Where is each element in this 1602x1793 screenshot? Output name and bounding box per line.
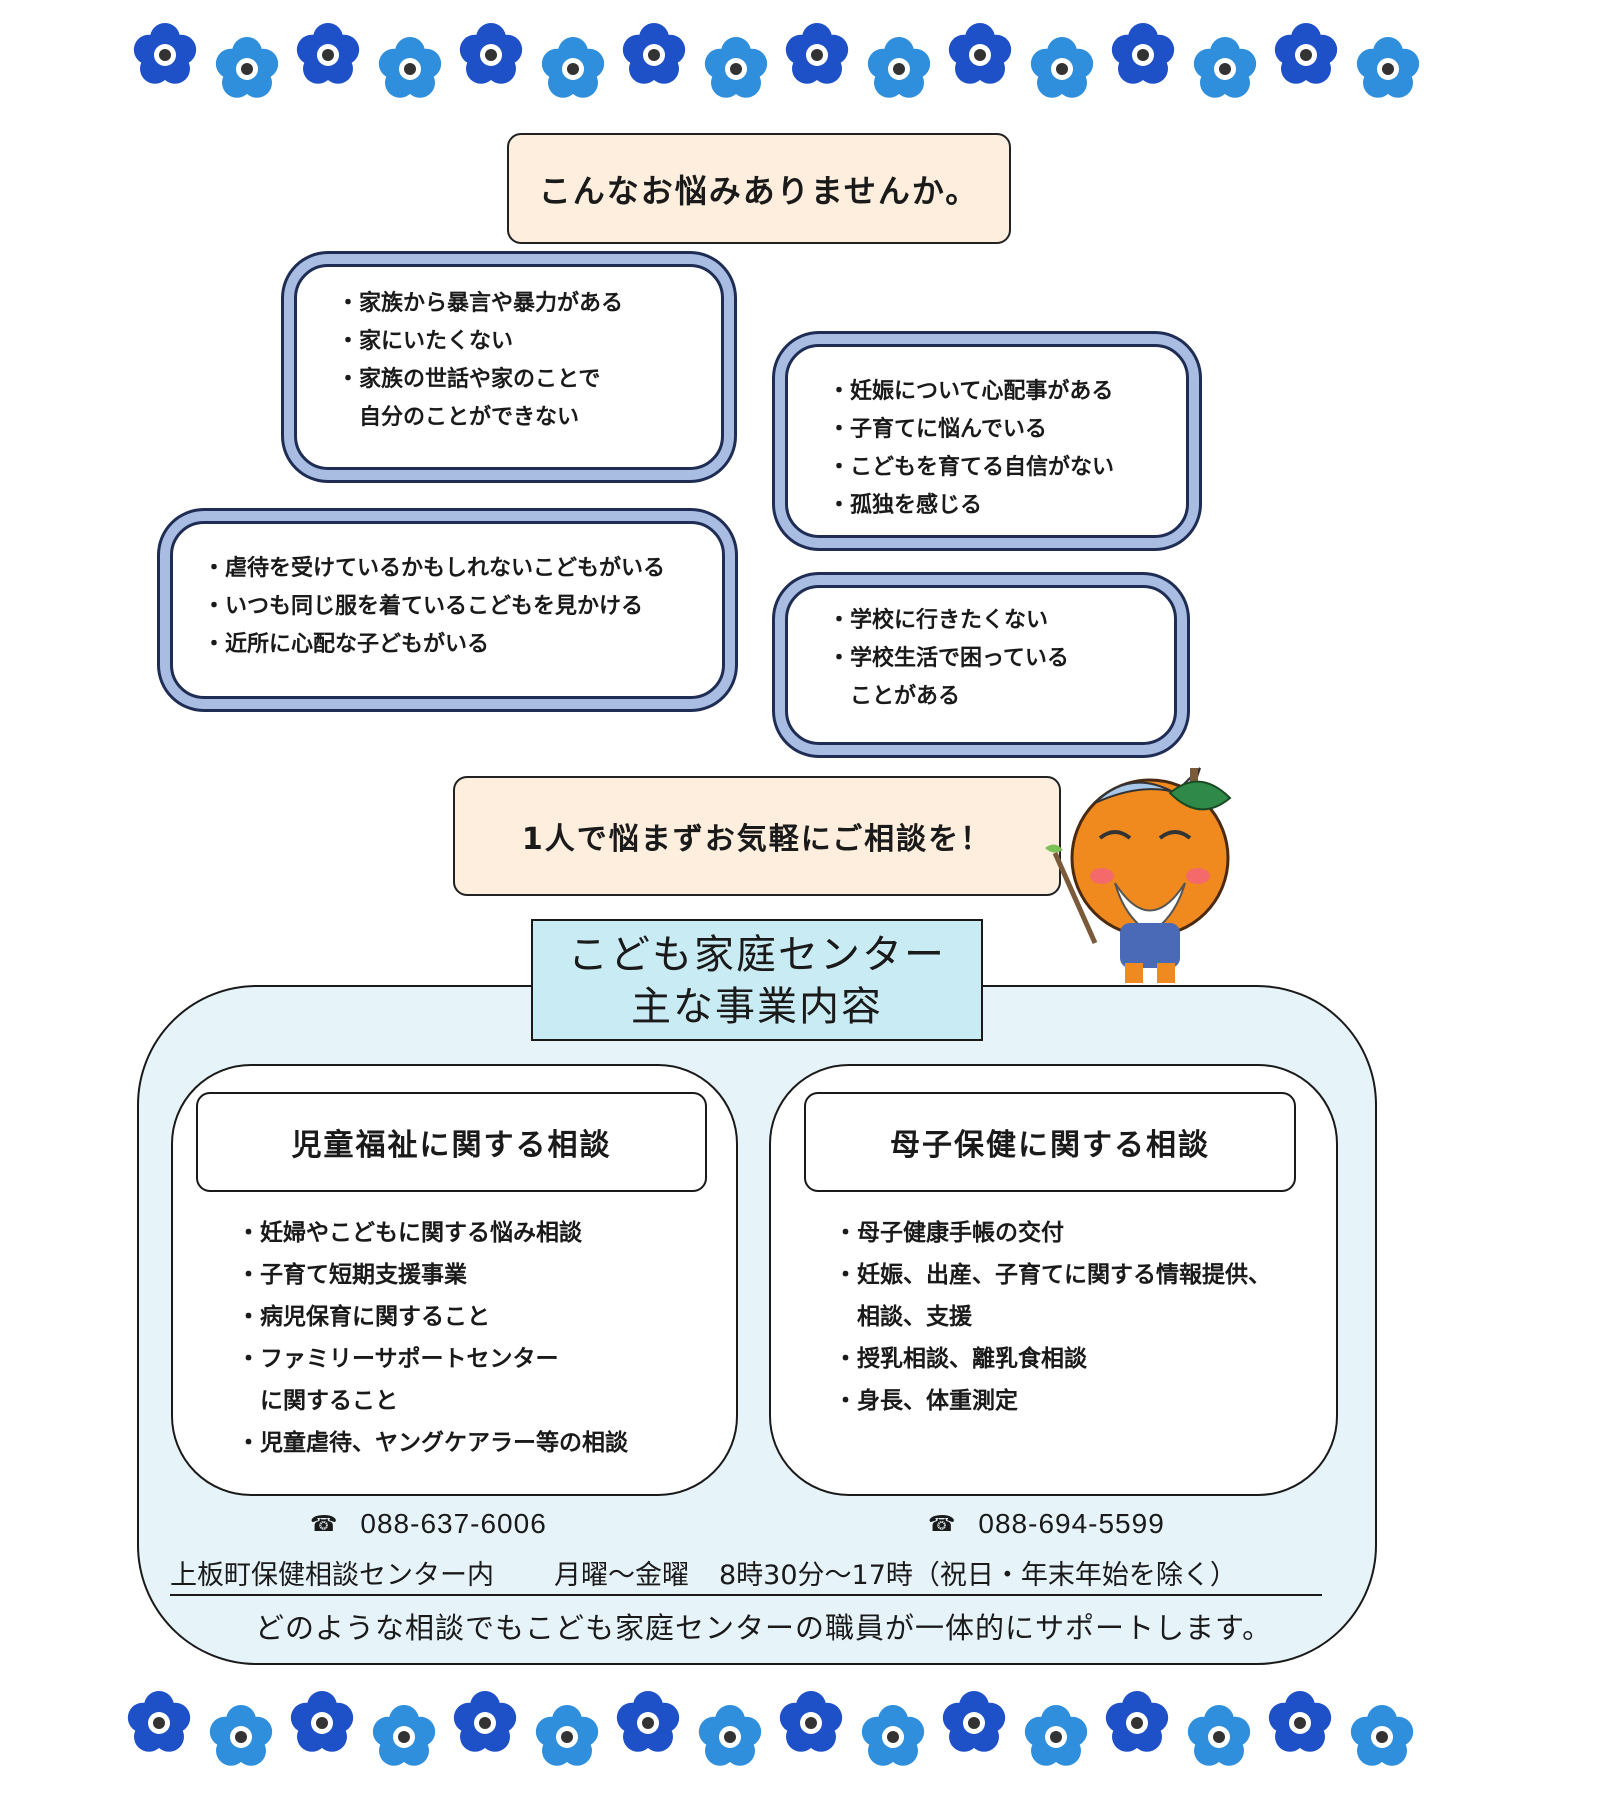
flower-icon xyxy=(619,20,689,94)
office-time: 8時30分～17時（祝日・年末年始を除く） xyxy=(719,1560,1237,1591)
list-item: ・家にいたくない xyxy=(337,329,514,354)
flower-icon xyxy=(782,20,852,94)
flower-icon xyxy=(1108,20,1178,94)
phone-number: 088-637-6006 xyxy=(360,1508,547,1539)
list-item: ・こどもを育てる自信がない xyxy=(828,455,1115,480)
phone-number: 088-694-5599 xyxy=(978,1508,1165,1539)
center-name: こども家庭センター xyxy=(568,932,946,978)
worry-list: ・妊娠について心配事がある ・子育てに悩んでいる ・こどもを育てる自信がない ・… xyxy=(828,373,1166,525)
list-item: ・授乳相談、離乳食相談 xyxy=(834,1346,1087,1372)
consultation-cta: 1人で悩まずお気軽にご相談を！ xyxy=(453,776,1061,896)
consultation-cta-text: 1人で悩まずお気軽にご相談を！ xyxy=(521,822,993,857)
maternal-health-title: 母子保健に関する相談 xyxy=(804,1092,1296,1192)
flower-border-bottom xyxy=(0,1688,1602,1788)
child-welfare-list: ・妊婦やこどもに関する悩み相談 ・子育て短期支援事業 ・病児保育に関すること ・… xyxy=(237,1212,628,1464)
flower-border-top xyxy=(0,20,1602,120)
flower-icon xyxy=(695,1702,765,1776)
list-item: ・病児保育に関すること xyxy=(237,1304,490,1330)
flower-icon xyxy=(1271,20,1341,94)
flower-icon xyxy=(456,20,526,94)
worry-box-family: ・家族から暴言や暴力がある ・家にいたくない ・家族の世話や家のことで 自分のこ… xyxy=(294,264,724,470)
flower-icon xyxy=(613,1688,683,1762)
list-item: ことがある xyxy=(828,684,961,709)
flower-icon xyxy=(287,1688,357,1762)
flower-icon xyxy=(1027,34,1097,108)
office-location: 上板町保健相談センター内 xyxy=(170,1560,494,1591)
list-item: ・近所に心配な子どもがいる xyxy=(203,632,490,657)
flower-icon xyxy=(206,1702,276,1776)
worry-question-text: こんなお悩みありませんか。 xyxy=(538,171,980,210)
service-title-text: 児童福祉に関する相談 xyxy=(291,1128,612,1163)
list-item: ・虐待を受けているかもしれないこどもがいる xyxy=(203,556,666,581)
service-title-text: 母子保健に関する相談 xyxy=(890,1128,1210,1163)
support-message: どのような相談でもこども家庭センターの職員が一体的にサポートします。 xyxy=(255,1611,1273,1645)
maternal-health-phone: ☎ 088-694-5599 xyxy=(928,1508,1165,1540)
list-item: ・子育てに悩んでいる xyxy=(828,417,1047,442)
list-item: ・家族から暴言や暴力がある xyxy=(337,291,624,316)
flower-icon xyxy=(1184,1702,1254,1776)
worry-list: ・家族から暴言や暴力がある ・家にいたくない ・家族の世話や家のことで 自分のこ… xyxy=(337,285,701,437)
list-item: ・いつも同じ服を着ているこどもを見かける xyxy=(203,594,644,619)
list-item: ・母子健康手帳の交付 xyxy=(834,1220,1064,1246)
flower-icon xyxy=(701,34,771,108)
flower-icon xyxy=(532,1702,602,1776)
flower-icon xyxy=(212,34,282,108)
office-days: 月曜～金曜 xyxy=(554,1560,689,1591)
list-item: ・妊娠について心配事がある xyxy=(828,379,1114,404)
list-item: ・家族の世話や家のことで xyxy=(337,367,601,392)
office-hours: 上板町保健相談センター内 月曜～金曜 8時30分～17時（祝日・年末年始を除く） xyxy=(170,1553,1322,1596)
center-subtitle: 主な事業内容 xyxy=(631,984,883,1030)
flower-icon xyxy=(945,20,1015,94)
flower-icon xyxy=(1102,1688,1172,1762)
flower-icon xyxy=(939,1688,1009,1762)
list-item: ・身長、体重測定 xyxy=(834,1388,1018,1414)
worry-box-pregnancy: ・妊娠について心配事がある ・子育てに悩んでいる ・こどもを育てる自信がない ・… xyxy=(785,344,1189,538)
flower-icon xyxy=(1353,34,1423,108)
maternal-health-list: ・母子健康手帳の交付 ・妊娠、出産、子育てに関する情報提供、 相談、支援 ・授乳… xyxy=(834,1212,1271,1422)
flower-icon xyxy=(1190,34,1260,108)
flower-icon xyxy=(375,34,445,108)
list-item: に関すること xyxy=(237,1388,398,1414)
telephone-icon: ☎ xyxy=(928,1511,957,1536)
child-welfare-title: 児童福祉に関する相談 xyxy=(196,1092,707,1192)
flower-icon xyxy=(776,1688,846,1762)
list-item: 相談、支援 xyxy=(834,1304,972,1330)
worry-list: ・虐待を受けているかもしれないこどもがいる ・いつも同じ服を着ているこどもを見か… xyxy=(203,550,702,664)
list-item: 自分のことができない xyxy=(337,405,580,430)
worry-question-header: こんなお悩みありませんか。 xyxy=(507,133,1011,244)
list-item: ・妊娠、出産、子育てに関する情報提供、 xyxy=(834,1262,1271,1288)
list-item: ・孤独を感じる xyxy=(828,493,983,518)
worry-box-school: ・学校に行きたくない ・学校生活で困っている ことがある xyxy=(785,585,1177,745)
worry-list: ・学校に行きたくない ・学校生活で困っている ことがある xyxy=(828,602,1154,716)
flower-icon xyxy=(1021,1702,1091,1776)
center-title-box: こども家庭センター 主な事業内容 xyxy=(531,919,983,1041)
flower-icon xyxy=(369,1702,439,1776)
telephone-icon: ☎ xyxy=(310,1511,339,1536)
list-item: ・児童虐待、ヤングケアラー等の相談 xyxy=(237,1430,628,1456)
flower-icon xyxy=(450,1688,520,1762)
child-welfare-phone: ☎ 088-637-6006 xyxy=(310,1508,547,1540)
flower-icon xyxy=(293,20,363,94)
list-item: ・子育て短期支援事業 xyxy=(237,1262,467,1288)
flower-icon xyxy=(1347,1702,1417,1776)
list-item: ・ファミリーサポートセンター xyxy=(237,1346,559,1372)
flower-icon xyxy=(864,34,934,108)
flower-icon xyxy=(858,1702,928,1776)
flower-icon xyxy=(130,20,200,94)
list-item: ・妊婦やこどもに関する悩み相談 xyxy=(237,1220,582,1246)
flower-icon xyxy=(124,1688,194,1762)
list-item: ・学校生活で困っている xyxy=(828,646,1069,671)
worry-box-abuse: ・虐待を受けているかもしれないこどもがいる ・いつも同じ服を着ているこどもを見か… xyxy=(170,521,725,699)
mascot-character-icon xyxy=(1045,767,1232,983)
flower-icon xyxy=(538,34,608,108)
flower-icon xyxy=(1265,1688,1335,1762)
list-item: ・学校に行きたくない xyxy=(828,608,1049,633)
